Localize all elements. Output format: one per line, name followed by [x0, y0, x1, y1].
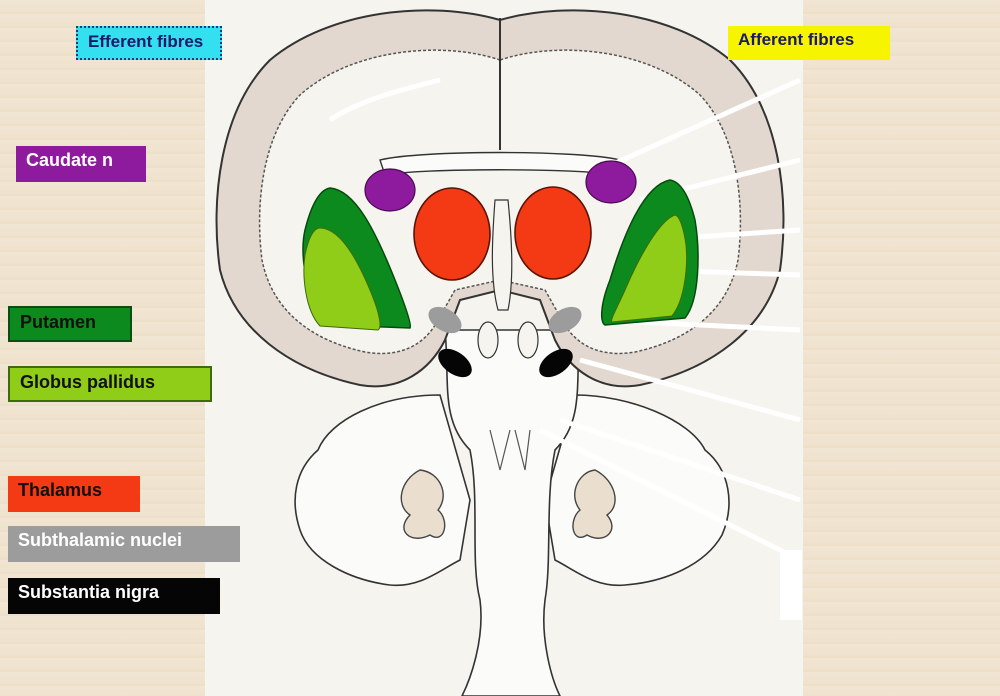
thalamus-shapes [413, 186, 592, 281]
globus-pallidus-label: Globus pallidus [8, 366, 212, 402]
subthalamic-nuclei-label: Subthalamic nuclei [8, 526, 240, 562]
white-marker [780, 550, 802, 620]
thalamus-label: Thalamus [8, 476, 140, 512]
efferent-fibres-label: Efferent fibres [76, 26, 222, 60]
brainstem [444, 329, 581, 696]
putamen-label: Putamen [8, 306, 132, 342]
globus-pallidus-shapes [303, 214, 688, 331]
caudate-shapes [364, 160, 637, 212]
substantia-nigra-shapes [438, 348, 573, 378]
ventricle [477, 199, 539, 359]
subthalamic-shapes [428, 306, 582, 334]
cerebellum [294, 394, 730, 587]
dentate-nuclei [400, 469, 616, 539]
substantia-nigra-label: Substantia nigra [8, 578, 220, 614]
caudate-label: Caudate n [16, 146, 146, 182]
afferent-fibres-label: Afferent fibres [728, 26, 890, 60]
